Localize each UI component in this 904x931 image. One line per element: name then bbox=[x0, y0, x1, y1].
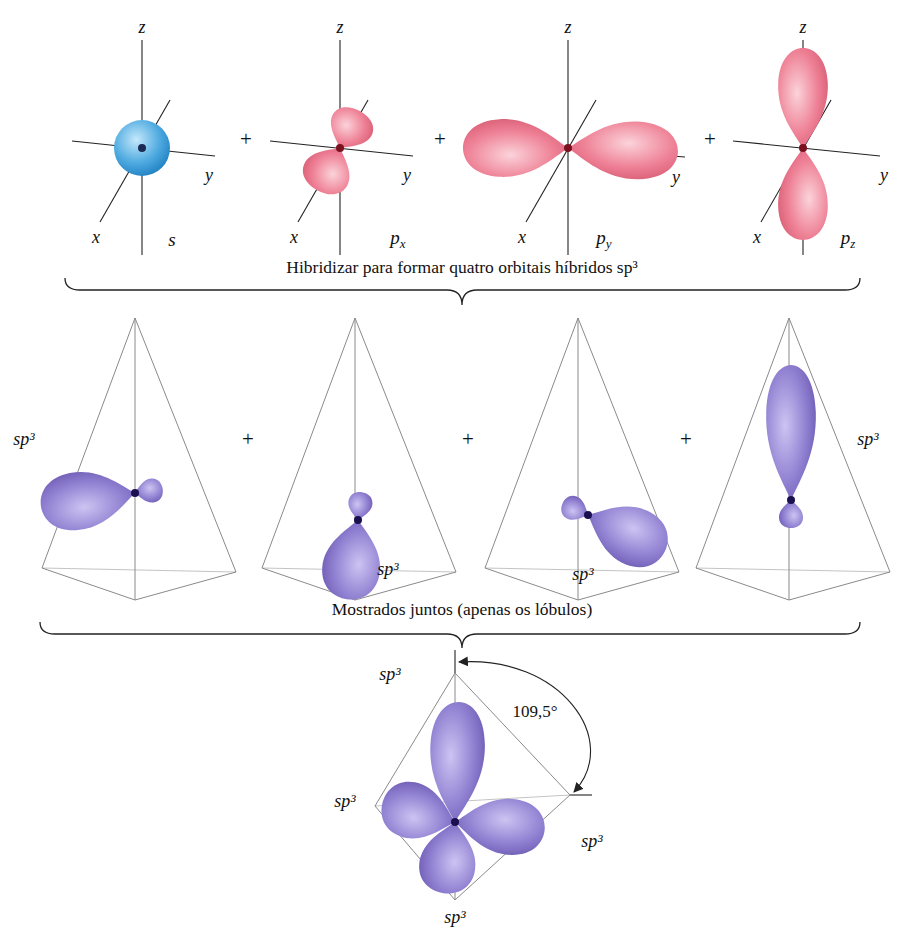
step-heading: Hibridizar para formar quatro orbitais h… bbox=[286, 258, 637, 277]
angle-value: 109,5° bbox=[512, 703, 557, 722]
brace bbox=[40, 622, 860, 648]
axis-label: y bbox=[403, 166, 411, 186]
tetrahedron bbox=[42, 318, 236, 600]
axis-label: x bbox=[753, 228, 761, 248]
plus-sign: + bbox=[704, 128, 716, 151]
py-orbital bbox=[463, 40, 685, 255]
plus-sign: + bbox=[242, 428, 254, 451]
step-heading: Mostrados juntos (apenas os lóbulos) bbox=[332, 600, 593, 619]
sp3-orbital bbox=[558, 489, 678, 577]
axis-label: z bbox=[336, 18, 343, 38]
orbital-name: sp³ bbox=[334, 792, 355, 812]
orbital-name: s bbox=[168, 230, 175, 251]
axis-label: y bbox=[672, 168, 680, 188]
axis-label: y bbox=[205, 166, 213, 186]
orbital-name: sp³ bbox=[13, 430, 34, 450]
tetrahedron bbox=[375, 673, 570, 900]
sp3-orbital bbox=[766, 365, 816, 528]
brace bbox=[65, 278, 860, 305]
plus-sign: + bbox=[680, 428, 692, 451]
s-orbital bbox=[72, 40, 215, 255]
axis-label: z bbox=[799, 18, 806, 38]
sp3-orbital bbox=[318, 491, 386, 604]
axis-label: x bbox=[290, 228, 298, 248]
axis-label: y bbox=[880, 166, 888, 186]
sp3-orbital-set bbox=[375, 701, 547, 898]
plus-sign: + bbox=[462, 428, 474, 451]
orbital-name: sp³ bbox=[572, 565, 593, 585]
pz-orbital bbox=[733, 40, 880, 255]
plus-sign: + bbox=[240, 128, 252, 151]
orbital-name: sp³ bbox=[857, 430, 878, 450]
orbital-name: px bbox=[390, 228, 405, 251]
orbital-name: sp³ bbox=[379, 665, 400, 685]
orbital-name: pz bbox=[841, 228, 856, 251]
orbital-name: sp³ bbox=[581, 832, 602, 852]
axis-label: z bbox=[138, 18, 145, 38]
orbital-name: py bbox=[596, 228, 611, 251]
plus-sign: + bbox=[434, 128, 446, 151]
axis-label: x bbox=[92, 228, 100, 248]
sp3-orbital bbox=[37, 464, 164, 534]
orbital-name: sp³ bbox=[444, 908, 465, 928]
orbital-name: sp³ bbox=[377, 560, 398, 580]
px-orbital bbox=[270, 40, 413, 255]
angle-arc bbox=[455, 650, 592, 795]
axis-label: z bbox=[564, 18, 571, 38]
axis-label: x bbox=[518, 228, 526, 248]
